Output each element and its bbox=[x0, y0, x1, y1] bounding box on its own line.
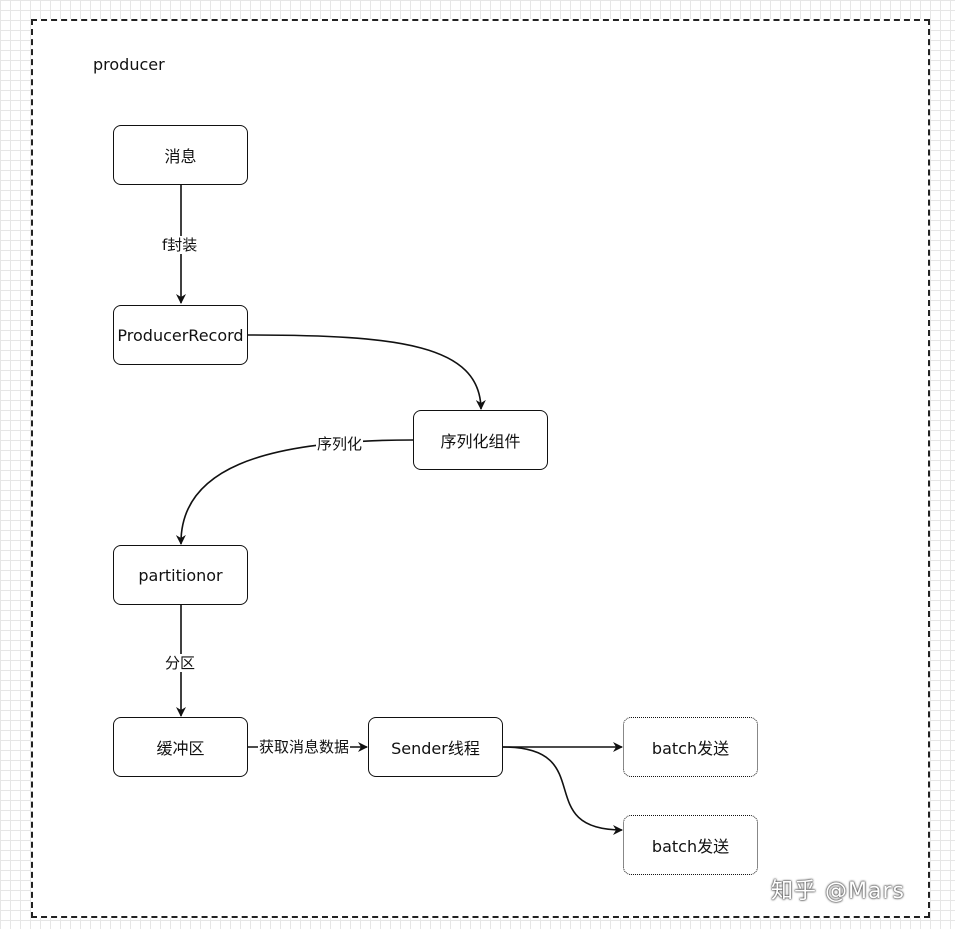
node-message: 消息 bbox=[113, 125, 248, 185]
edge-label-wrap: f封装 bbox=[161, 236, 199, 254]
node-sender-thread: Sender线程 bbox=[368, 717, 503, 777]
node-batch-send-1: batch发送 bbox=[623, 717, 758, 777]
node-producer-record: ProducerRecord bbox=[113, 305, 248, 365]
edge-label-fetch-data: 获取消息数据 bbox=[258, 738, 351, 756]
node-batch-send-2: batch发送 bbox=[623, 815, 758, 875]
edge-label-partition: 分区 bbox=[164, 654, 197, 672]
node-buffer: 缓冲区 bbox=[113, 717, 248, 777]
edge-sender-to-batch-2 bbox=[502, 746, 623, 835]
edge-record-to-serializer bbox=[247, 334, 486, 410]
edge-serializer-to-partitioner bbox=[175, 439, 414, 545]
node-serializer: 序列化组件 bbox=[413, 410, 548, 470]
producer-container-label: producer bbox=[93, 55, 165, 74]
node-partitioner: partitionor bbox=[113, 545, 248, 605]
edge-label-serialize: 序列化 bbox=[316, 435, 364, 453]
watermark: 知乎 @Mars bbox=[771, 879, 905, 904]
